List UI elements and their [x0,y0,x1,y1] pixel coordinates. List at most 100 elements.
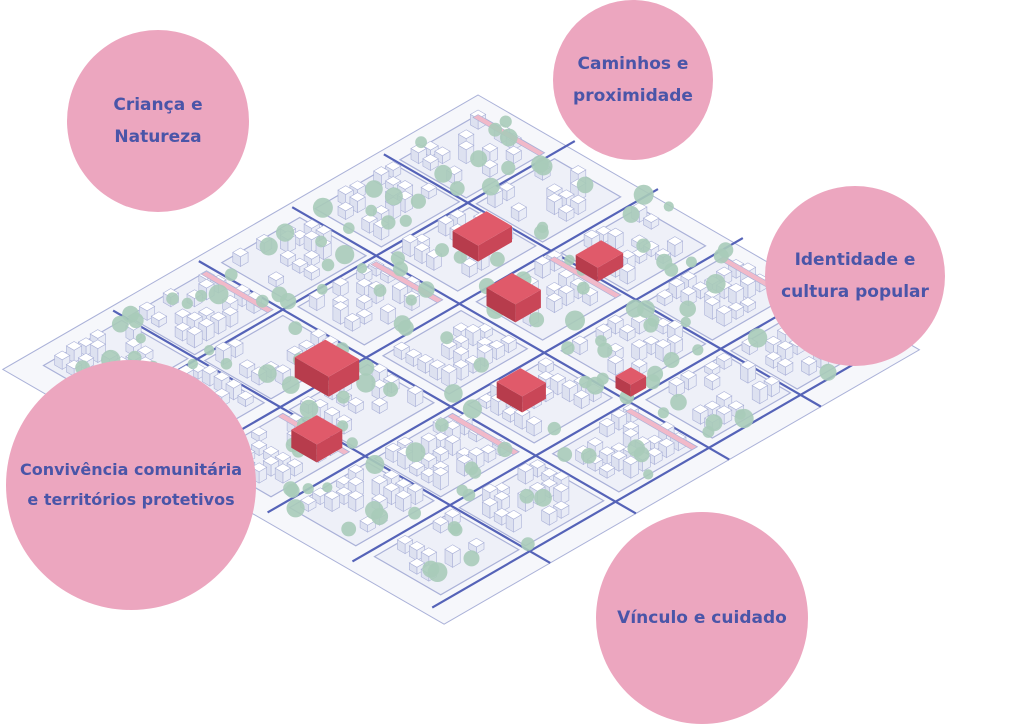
house-roof [335,486,353,497]
tree [481,177,500,196]
tree [383,382,399,397]
tree [679,300,696,318]
tree [663,201,674,212]
house-roof [396,535,414,545]
house-roof [642,335,660,346]
house-roof [668,376,685,387]
house-roof [776,357,794,368]
house-roof [715,305,733,315]
house-roof [396,180,414,190]
house-roof [541,505,558,515]
house-roof [476,323,494,333]
tree [534,157,553,176]
house-roof [607,227,624,238]
house-roof [227,338,244,348]
tree [341,521,357,537]
tree [521,537,535,551]
tree [335,245,355,265]
tree [637,300,655,318]
red-building-side [486,287,516,323]
theme-bubble-identidade-cultura: Identidade e cultura popular [765,186,945,366]
house-roof [444,544,461,554]
house-roof [715,391,733,401]
tree [122,305,140,323]
house-roof [174,308,192,319]
red-building-side [478,226,512,262]
house-roof [571,335,589,346]
house-roof [303,263,320,274]
house-roof [371,363,388,374]
house-roof [210,311,227,322]
tree [473,357,489,373]
tree [336,390,350,404]
house-roof [384,161,402,171]
house-roof [232,247,249,258]
red-building-side [291,429,317,463]
house-roof [573,389,590,400]
house-roof [186,311,203,322]
tree [463,550,480,567]
tree [365,455,385,474]
house-roof [383,469,400,480]
house-roof [456,454,473,464]
red-building-side [522,382,546,413]
house-roof [437,215,454,225]
house-roof [332,301,349,311]
house-roof [361,213,378,224]
house-roof [558,204,575,214]
tree [663,352,680,368]
house-roof [225,379,242,389]
tree [499,115,512,128]
tree [586,376,605,395]
road [291,206,730,461]
house-roof [739,297,757,307]
house-roof [432,431,449,442]
house-roof [727,283,745,293]
tree [497,441,513,458]
house-roof [595,323,612,334]
house-roof [444,434,461,444]
house-roof [396,436,414,447]
tree [220,358,233,370]
house-roof [622,428,640,438]
house-roof [680,370,697,380]
house-roof [510,202,527,212]
house-roof [89,339,107,349]
house-roof [384,442,402,453]
tree [528,312,545,328]
house-roof [408,541,426,551]
tree [576,176,594,194]
house-roof [332,277,349,287]
house-roof [658,438,675,448]
house-roof [274,364,292,374]
house-roof [137,345,154,356]
tree [224,268,238,282]
tree [499,128,518,147]
tree [647,365,664,382]
house-roof [704,296,721,306]
house-roof [298,339,315,350]
house-roof [570,194,587,205]
house-roof [607,354,624,365]
red-building-roof [291,415,343,445]
red-building-side [630,376,647,397]
house-roof [384,176,402,186]
house-roof [583,229,600,240]
house-roof [406,385,424,395]
house-roof [765,335,782,346]
red-building-side [597,253,624,282]
tree [283,481,299,497]
house-roof [323,406,341,417]
house-roof [138,301,156,312]
tree [286,499,305,518]
tree [576,281,590,295]
tree [595,335,607,347]
tree [702,425,715,438]
house-roof [704,361,721,371]
tree [356,373,376,393]
house-roof [666,320,684,330]
house-roof [444,508,461,518]
house-roof [541,467,558,478]
tree [565,310,585,331]
tree [453,250,467,264]
